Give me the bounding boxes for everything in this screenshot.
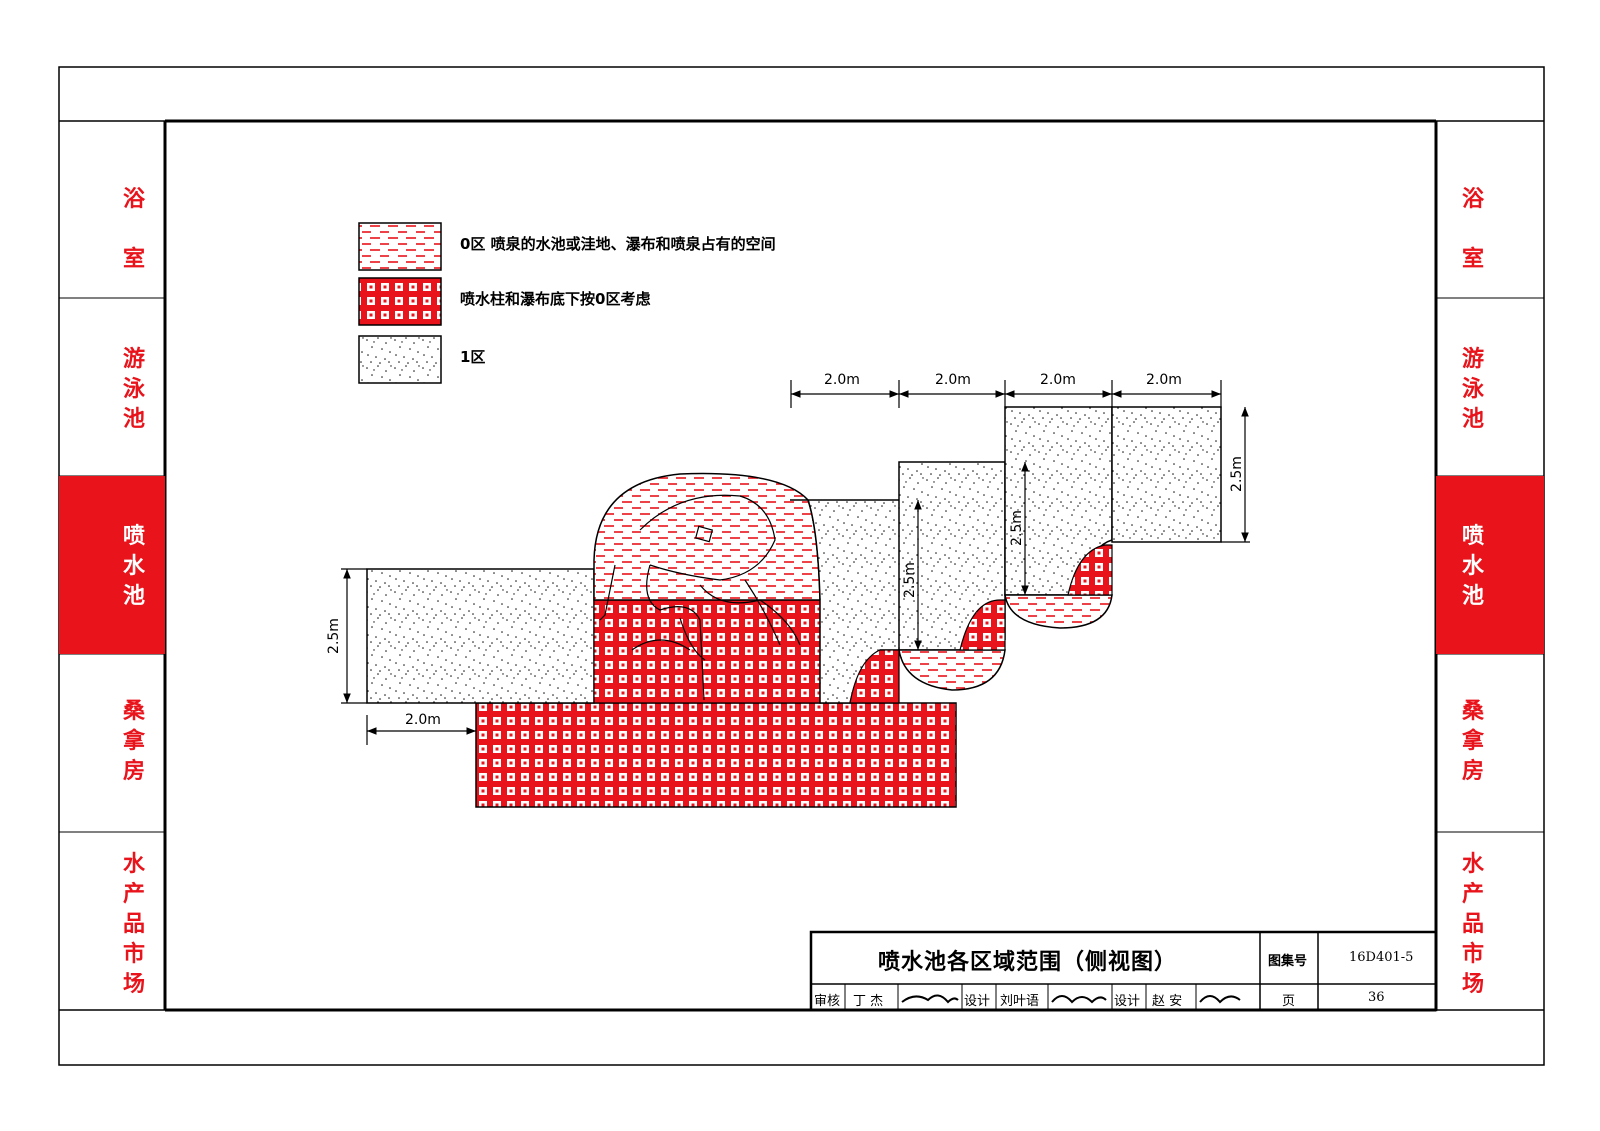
dim-top-width-3: 2.0m [1040, 372, 1076, 388]
design-label-2: 设计 [1114, 994, 1141, 1009]
right-active-tab-bg [1436, 476, 1544, 654]
review-label: 审核 [814, 994, 841, 1009]
left-tab-sauna[interactable]: 桑拿房 [122, 699, 145, 784]
left-height-dimension [341, 568, 367, 704]
left-tab-seafood-market[interactable]: 水产品市场 [122, 852, 145, 997]
right-tab-sauna[interactable]: 桑拿房 [1461, 699, 1484, 784]
dim-left-height: 2.5m [325, 618, 342, 654]
drawing-title: 喷水池各区域范围（侧视图） [878, 950, 1178, 975]
left-active-tab-bg [59, 476, 165, 654]
legend-text-zone1: 1区 [460, 348, 486, 366]
legend-text-zone0: 0区 喷泉的水池或洼地、瀑布和喷泉占有的空间 [460, 235, 776, 253]
atlas-number-label: 图集号 [1268, 954, 1308, 969]
dim-left-width: 2.0m [405, 712, 441, 728]
right-tab-fountain[interactable]: 喷水池 [1461, 524, 1484, 609]
design-name-1: 刘叶语 [1000, 994, 1040, 1009]
dim-top-width-1: 2.0m [824, 372, 860, 388]
left-tab-swimming-pool[interactable]: 游泳池 [122, 347, 145, 432]
signature-designer-2 [1199, 995, 1241, 1004]
dim-top-width-4: 2.0m [1146, 372, 1182, 388]
step1-waterfall-lower [849, 649, 900, 704]
step2-waterfall [1067, 544, 1113, 596]
signature-reviewer [901, 994, 959, 1004]
legend-text-zone0-under: 喷水柱和瀑布底下按0区考虑 [460, 290, 651, 308]
right-tab-bathroom[interactable]: 浴室 [1461, 187, 1484, 272]
review-name: 丁 杰 [853, 994, 884, 1009]
right-tab-seafood-market[interactable]: 水产品市场 [1461, 852, 1484, 997]
dim-right-height: 2.5m [1228, 456, 1245, 492]
step3-zone1-block [1111, 406, 1222, 543]
step2-basin [1004, 594, 1113, 629]
legend-swatch-zone1 [358, 335, 442, 384]
legend-swatch-zone0-under [358, 277, 442, 326]
page-value: 36 [1368, 990, 1385, 1005]
left-zone1-block [366, 568, 595, 704]
title-block-grid [809, 930, 1438, 1012]
step1-basin [898, 649, 1006, 691]
dim-top-width-2: 2.0m [935, 372, 971, 388]
fountain-sculpture-lines [599, 494, 801, 701]
legend-swatch-zone0 [358, 222, 442, 271]
dim-step-height-2: 2.5m [1008, 510, 1025, 546]
base-zone0-block [475, 702, 957, 808]
atlas-number-value: 16D401-5 [1349, 950, 1414, 965]
top-dimension-lines [790, 380, 1222, 408]
step-height-dimensions [914, 407, 1250, 650]
page-label: 页 [1282, 994, 1296, 1009]
left-tab-fountain[interactable]: 喷水池 [122, 524, 145, 609]
step1-waterfall-upper [959, 599, 1006, 651]
fountain-dome-zone0 [593, 472, 821, 601]
right-tab-swimming-pool[interactable]: 游泳池 [1461, 347, 1484, 432]
signature-designer-1 [1051, 995, 1107, 1004]
design-name-2: 赵 安 [1152, 994, 1183, 1009]
design-label-1: 设计 [964, 994, 991, 1009]
signature-marks [901, 994, 1241, 1004]
left-width-dimension [366, 715, 476, 745]
left-tab-bathroom[interactable]: 浴室 [122, 187, 145, 272]
fountain-lower-zone0 [593, 599, 821, 704]
dim-step-height-1: 2.5m [901, 562, 918, 598]
